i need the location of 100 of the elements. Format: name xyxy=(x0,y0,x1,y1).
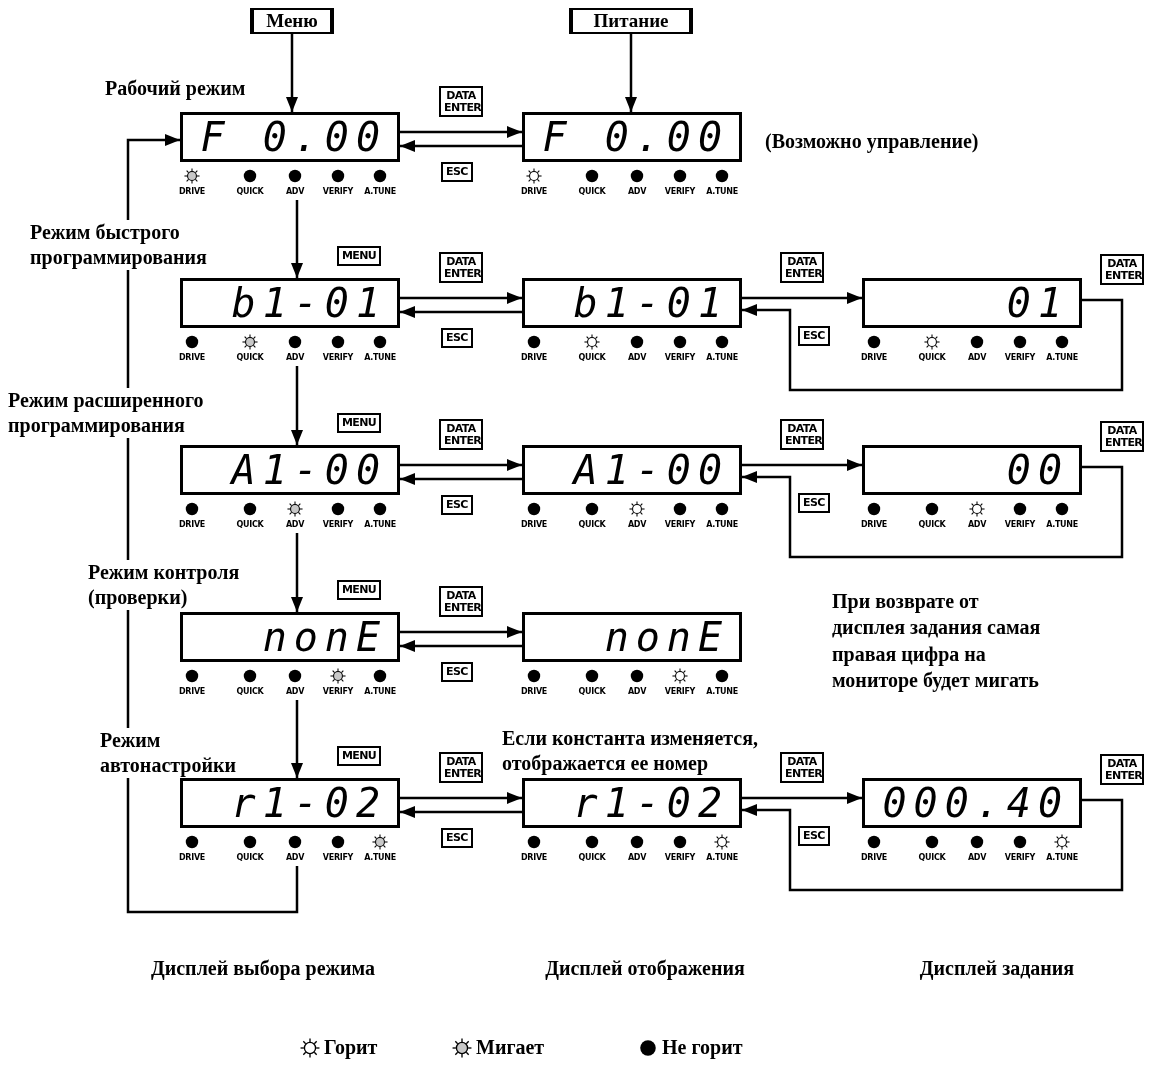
arrow xyxy=(400,626,522,638)
indicator-label: VERIFY xyxy=(1004,853,1036,862)
arrow xyxy=(286,34,298,112)
note-text: Дисплей задания xyxy=(918,956,1076,982)
indicator-label: A.TUNE xyxy=(364,853,396,862)
indicator-label: QUICK xyxy=(918,853,946,862)
arrow xyxy=(400,126,522,138)
arrow xyxy=(400,306,522,318)
indicator-label: ADV xyxy=(627,687,647,696)
key-label: ESC xyxy=(441,662,473,682)
note-text: При возврате от дисплея задания самая правая цифра на мониторе будет мигать xyxy=(832,589,1042,694)
arrow xyxy=(625,34,637,112)
indicator-label: DRIVE xyxy=(861,520,887,529)
indicator-label: A.TUNE xyxy=(364,353,396,362)
indicator-label: ADV xyxy=(285,520,305,529)
indicator-label: A.TUNE xyxy=(706,687,738,696)
arrow xyxy=(742,792,862,804)
key-label: DATA ENTER xyxy=(439,419,483,451)
indicator-label: DRIVE xyxy=(179,520,205,529)
indicator-label: ADV xyxy=(967,353,987,362)
arrow xyxy=(742,298,1124,392)
key-label: DATA ENTER xyxy=(780,752,824,784)
arrow xyxy=(400,140,522,152)
indicator-label: ADV xyxy=(627,187,647,196)
indicator-label: QUICK xyxy=(918,353,946,362)
display-readout: A1-00 xyxy=(231,450,387,490)
mode-title: Рабочий режим xyxy=(105,76,246,101)
display-readout: A1-00 xyxy=(573,450,729,490)
key-label: ESC xyxy=(441,162,473,182)
indicator-label: DRIVE xyxy=(521,520,547,529)
key-caption: Меню xyxy=(250,8,334,34)
display-readout: F 0.00 xyxy=(542,117,729,157)
key-label: DATA ENTER xyxy=(439,586,483,618)
key-label: ESC xyxy=(441,828,473,848)
indicator-label: VERIFY xyxy=(322,520,354,529)
note-text: (Возможно управление) xyxy=(765,129,980,155)
key-label: ESC xyxy=(798,826,830,846)
indicator-label: VERIFY xyxy=(322,187,354,196)
key-label: ESC xyxy=(798,326,830,346)
key-label: DATA ENTER xyxy=(780,419,824,451)
indicator-label: QUICK xyxy=(578,687,606,696)
indicator-label: ADV xyxy=(627,353,647,362)
arrow xyxy=(400,792,522,804)
legend-label: Не горит xyxy=(662,1036,743,1059)
indicator-label: A.TUNE xyxy=(364,687,396,696)
key-label: MENU xyxy=(337,746,382,766)
indicator-label: ADV xyxy=(285,353,305,362)
display-readout: b1-01 xyxy=(573,283,729,323)
arrow xyxy=(400,806,522,818)
indicator-label: VERIFY xyxy=(322,853,354,862)
display-readout: nonE xyxy=(604,617,729,657)
arrow xyxy=(400,459,522,471)
arrow xyxy=(742,465,1124,559)
indicator-label: DRIVE xyxy=(521,853,547,862)
indicator-label: A.TUNE xyxy=(1046,520,1078,529)
key-caption: Питание xyxy=(569,8,693,34)
key-label: MENU xyxy=(337,246,382,266)
note-text: Дисплей отображения xyxy=(544,956,746,982)
key-label: ESC xyxy=(441,495,473,515)
key-label: DATA ENTER xyxy=(1100,421,1144,453)
indicator-label: QUICK xyxy=(578,520,606,529)
indicator-label: ADV xyxy=(967,853,987,862)
key-label: DATA ENTER xyxy=(780,252,824,284)
indicator-label: QUICK xyxy=(578,187,606,196)
arrow xyxy=(400,640,522,652)
arrow xyxy=(742,459,862,471)
indicator-label: ADV xyxy=(285,853,305,862)
indicator-label: DRIVE xyxy=(861,353,887,362)
indicator-label: A.TUNE xyxy=(364,187,396,196)
indicator-label: A.TUNE xyxy=(1046,853,1078,862)
key-label: DATA ENTER xyxy=(439,86,483,118)
indicator-label: A.TUNE xyxy=(706,187,738,196)
indicator-label: DRIVE xyxy=(179,187,205,196)
key-label: DATA ENTER xyxy=(1100,254,1144,286)
display-readout: 00 xyxy=(1006,450,1069,490)
key-label: ESC xyxy=(441,328,473,348)
indicator-label: DRIVE xyxy=(179,853,205,862)
arrow xyxy=(742,798,1124,892)
indicator-label: VERIFY xyxy=(322,353,354,362)
indicator-label: ADV xyxy=(285,187,305,196)
arrow xyxy=(291,533,303,612)
legend-label: Горит xyxy=(324,1036,378,1059)
indicator-label: VERIFY xyxy=(1004,353,1036,362)
indicator-label: DRIVE xyxy=(521,353,547,362)
display-readout: F 0.00 xyxy=(200,117,387,157)
indicator-label: ADV xyxy=(285,687,305,696)
display-readout: 01 xyxy=(1006,283,1069,323)
indicator-label: VERIFY xyxy=(322,687,354,696)
indicator-label: QUICK xyxy=(578,353,606,362)
indicator-label: A.TUNE xyxy=(706,520,738,529)
note-text: Дисплей выбора режима xyxy=(149,956,377,982)
arrow xyxy=(291,366,303,445)
indicator-label: A.TUNE xyxy=(706,853,738,862)
indicator-label: QUICK xyxy=(236,520,264,529)
key-label: MENU xyxy=(337,413,382,433)
indicator-label: QUICK xyxy=(236,687,264,696)
display-readout: r1-02 xyxy=(231,783,387,823)
display-readout: r1-02 xyxy=(573,783,729,823)
indicator-label: ADV xyxy=(627,853,647,862)
indicator-label: ADV xyxy=(627,520,647,529)
